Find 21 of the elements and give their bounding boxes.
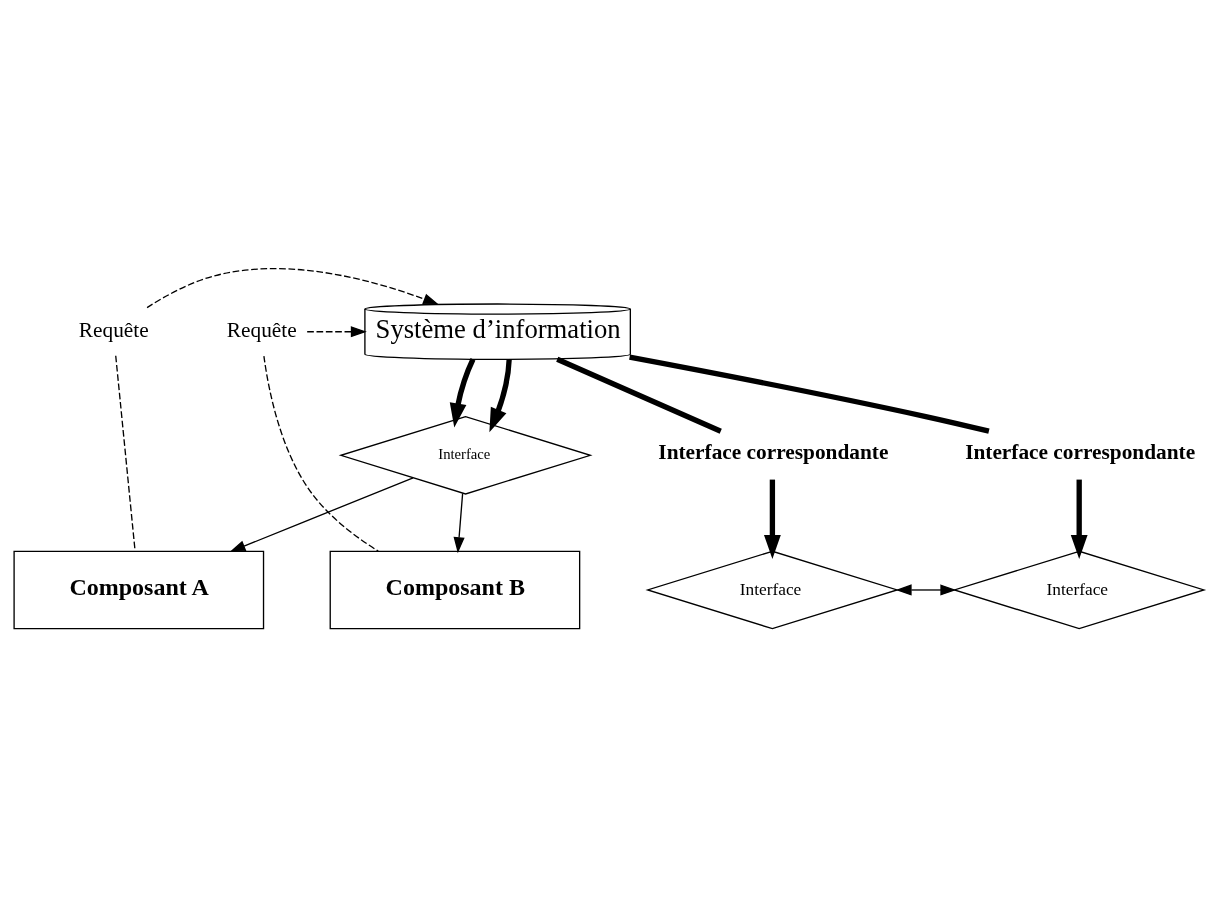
node-diamond: Interface <box>952 550 1207 630</box>
node-box: Composant A <box>13 550 265 630</box>
connector <box>629 354 990 434</box>
node-diamond: Interface <box>338 415 593 495</box>
arrow <box>453 492 465 554</box>
node-diamond: Interface <box>645 550 900 630</box>
node-text: Interface correspondante <box>658 440 889 464</box>
node-text: Requête <box>226 317 297 342</box>
connector <box>556 356 722 434</box>
node-text: Requête <box>78 317 149 342</box>
arrow <box>763 479 781 559</box>
arrow <box>895 584 957 596</box>
arrow <box>449 358 476 428</box>
node-text: Interface correspondante <box>965 440 1196 464</box>
arrow <box>1070 479 1088 559</box>
arrow <box>489 359 512 433</box>
arrow <box>306 326 367 338</box>
arrow <box>146 267 440 309</box>
arrow <box>229 477 414 552</box>
connector <box>263 355 379 552</box>
node-box: Composant B <box>329 550 581 630</box>
